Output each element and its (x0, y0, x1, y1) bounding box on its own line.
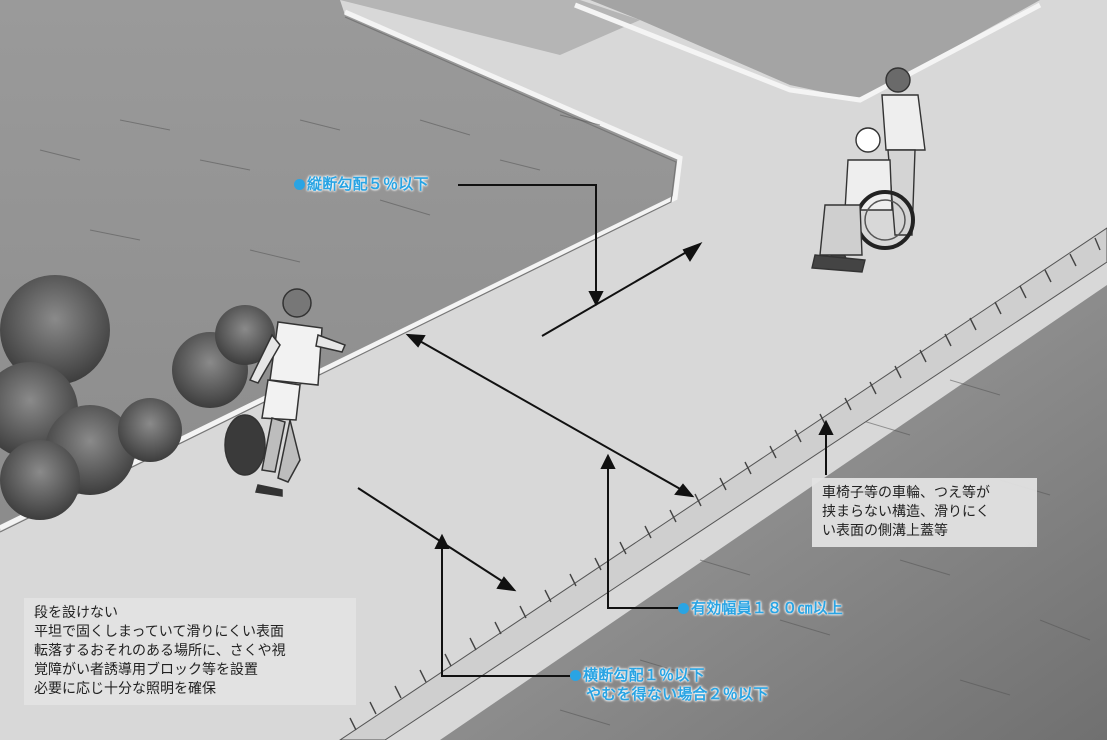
bushes (0, 275, 275, 520)
requirement-line: 必要に応じ十分な照明を確保 (34, 681, 216, 697)
leader-cross-slope (441, 545, 570, 677)
bullet-icon (294, 179, 305, 190)
gutter-grating (349, 237, 1101, 731)
curbs (0, 2, 1042, 531)
requirement-line: 平坦で固くしまっていて滑りにくい表面 (34, 624, 285, 640)
requirement-line: 段を設けない (34, 605, 118, 621)
requirements-box: 段を設けない 平坦で固くしまっていて滑りにくい表面 転落するおそれのある場所に、… (24, 598, 356, 705)
gutter-note: 車椅子等の車輪、つえ等が 挟まらない構造、滑りにく い表面の側溝上蓋等 (812, 478, 1037, 547)
lawn-right (440, 285, 1107, 740)
gutter-note-line: い表面の側溝上蓋等 (822, 523, 948, 539)
bullet-icon (678, 603, 689, 614)
dimension-arrows (357, 184, 834, 677)
requirement-line: 覚障がい者誘導用ブロック等を設置 (34, 662, 258, 678)
slope-arrow (541, 249, 691, 337)
width-arrow (417, 339, 683, 491)
gutter-note-line: 挟まらない構造、滑りにく (822, 504, 990, 520)
cross-slope-arrow (357, 487, 506, 584)
lawn-top-left (340, 0, 640, 55)
longitudinal-slope-label: 縦断勾配５％以下 (294, 175, 429, 194)
effective-width-label: 有効幅員１８０㎝以上 (678, 599, 843, 618)
bullet-icon (570, 670, 581, 681)
leader-width (607, 465, 680, 609)
cross-slope-label: 横断勾配１％以下 やむを得ない場合２％以下 (570, 666, 768, 704)
lawn-top-right (590, 0, 1040, 100)
gutter-note-line: 車椅子等の車輪、つえ等が (822, 485, 990, 501)
lawn-left (0, 0, 680, 525)
wheelchair-user (811, 67, 926, 273)
walking-man (224, 288, 347, 497)
requirement-line: 転落するおそれのある場所に、さくや視 (34, 643, 286, 659)
lawn-texture (39, 114, 1091, 726)
leader-longitudinal (458, 184, 597, 295)
